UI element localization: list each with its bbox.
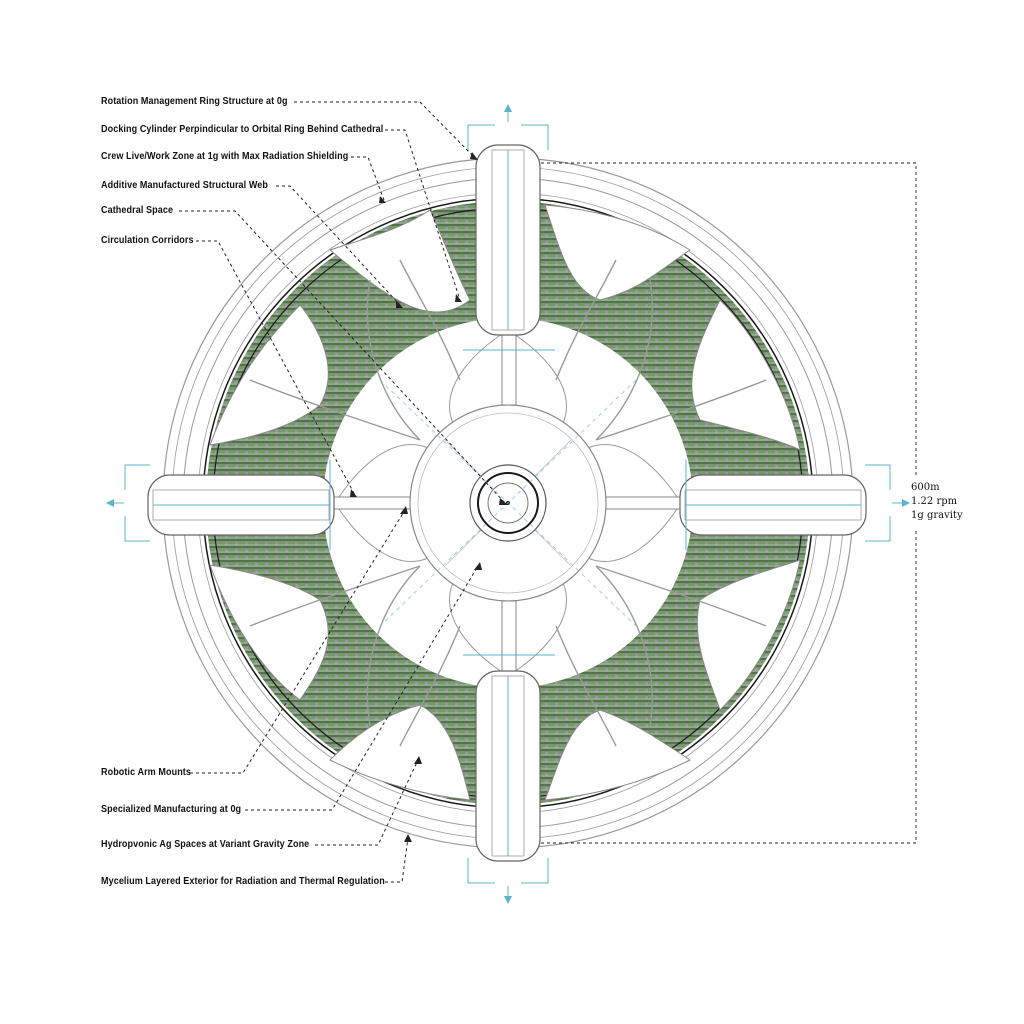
cyan-brackets: [110, 108, 906, 900]
structural-web: [209, 204, 801, 801]
web-branches: [249, 259, 767, 747]
label-mycelium-exterior: Mycelium Layered Exterior for Radiation …: [101, 875, 385, 887]
spec-gravity: 1g gravity: [911, 510, 963, 521]
spec-diameter: 600m: [911, 482, 940, 493]
label-robotic-arm-mounts: Robotic Arm Mounts: [101, 766, 192, 778]
leader-arrowheads: [350, 152, 508, 842]
label-structural-web: Additive Manufactured Structural Web: [101, 179, 269, 191]
leader-lines: [179, 101, 506, 883]
docking-cylinder-top: [475, 144, 541, 336]
label-cathedral-space: Cathedral Space: [101, 204, 174, 216]
docking-cylinder-right: [679, 474, 867, 536]
label-hydroponic-spaces: Hydropvonic Ag Spaces at Variant Gravity…: [101, 838, 310, 850]
docking-cylinder-left: [147, 474, 335, 536]
label-crew-zone: Crew Live/Work Zone at 1g with Max Radia…: [101, 150, 349, 162]
cyan-arrowheads: [106, 104, 910, 904]
label-circulation-corridors: Circulation Corridors: [101, 234, 194, 246]
label-specialized-manufacturing: Specialized Manufacturing at 0g: [101, 803, 242, 815]
label-rotation-ring: Rotation Management Ring Structure at 0g: [101, 95, 288, 107]
dimension-bracket: [541, 162, 917, 844]
spec-block: 600m 1.22 rpm 1g gravity: [911, 481, 963, 523]
label-docking-cylinder: Docking Cylinder Perpindicular to Orbita…: [101, 123, 384, 135]
docking-cylinder-bottom: [475, 670, 541, 862]
spec-rotation: 1.22 rpm: [911, 496, 958, 507]
